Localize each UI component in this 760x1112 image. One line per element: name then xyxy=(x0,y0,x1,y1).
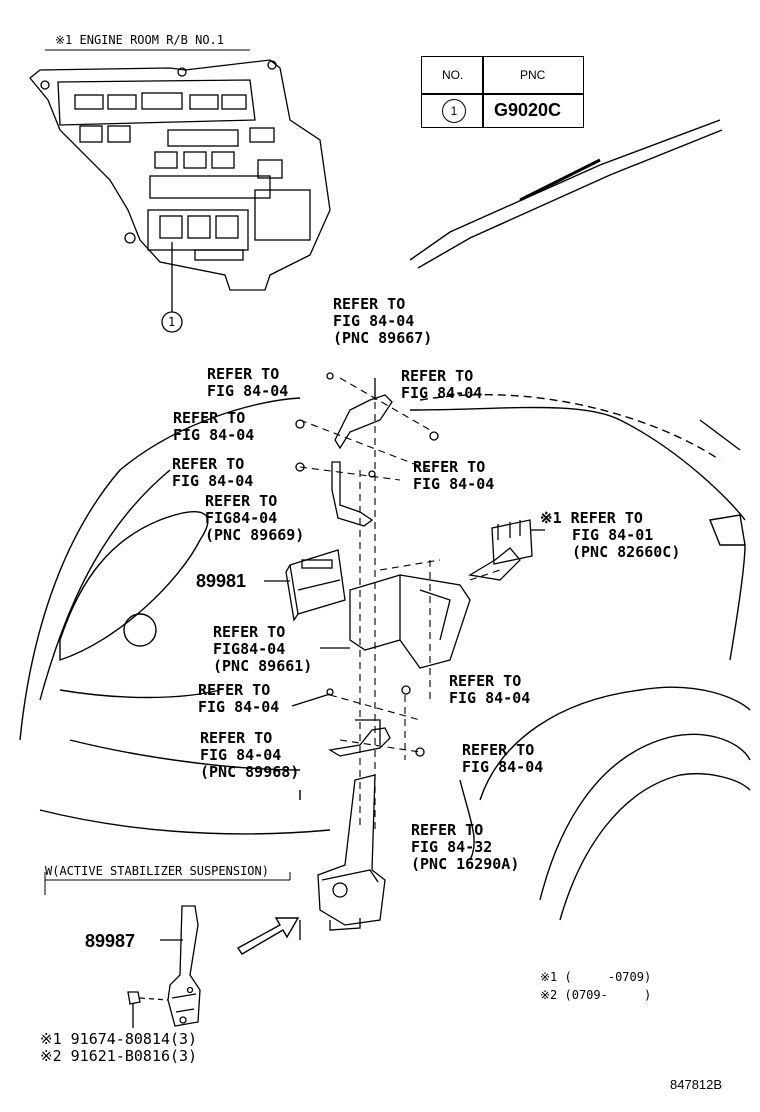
legend: ※1 ( -0709)※2 (0709- ) xyxy=(540,970,652,1002)
reference-code: 847812B xyxy=(670,1077,723,1092)
table-header-no: NO. xyxy=(442,68,464,82)
part-number-89987: 89987 xyxy=(85,931,136,951)
bracket-89987 xyxy=(160,905,201,1027)
vehicle-body-outline xyxy=(19,119,751,921)
header-note: ※1 ENGINE ROOM R/B NO.1 xyxy=(55,33,224,47)
part-number-89981: 89981 xyxy=(196,571,247,591)
callout-1: 1 xyxy=(168,315,176,329)
ecu-89981 xyxy=(264,549,346,622)
table-header-pnc: PNC xyxy=(520,68,546,82)
engine-room-relay-block xyxy=(29,59,331,291)
table-row-pnc: G9020C xyxy=(494,100,562,120)
pnc-table: NO. PNC 1 G9020C xyxy=(421,56,584,128)
bolt-part-numbers: ※1 91674-80814(3)※2 91621-B0816(3) xyxy=(40,1030,198,1065)
inset-title: W(ACTIVE STABILIZER SUSPENSION) xyxy=(45,864,269,878)
table-row-no: 1 xyxy=(442,99,466,123)
